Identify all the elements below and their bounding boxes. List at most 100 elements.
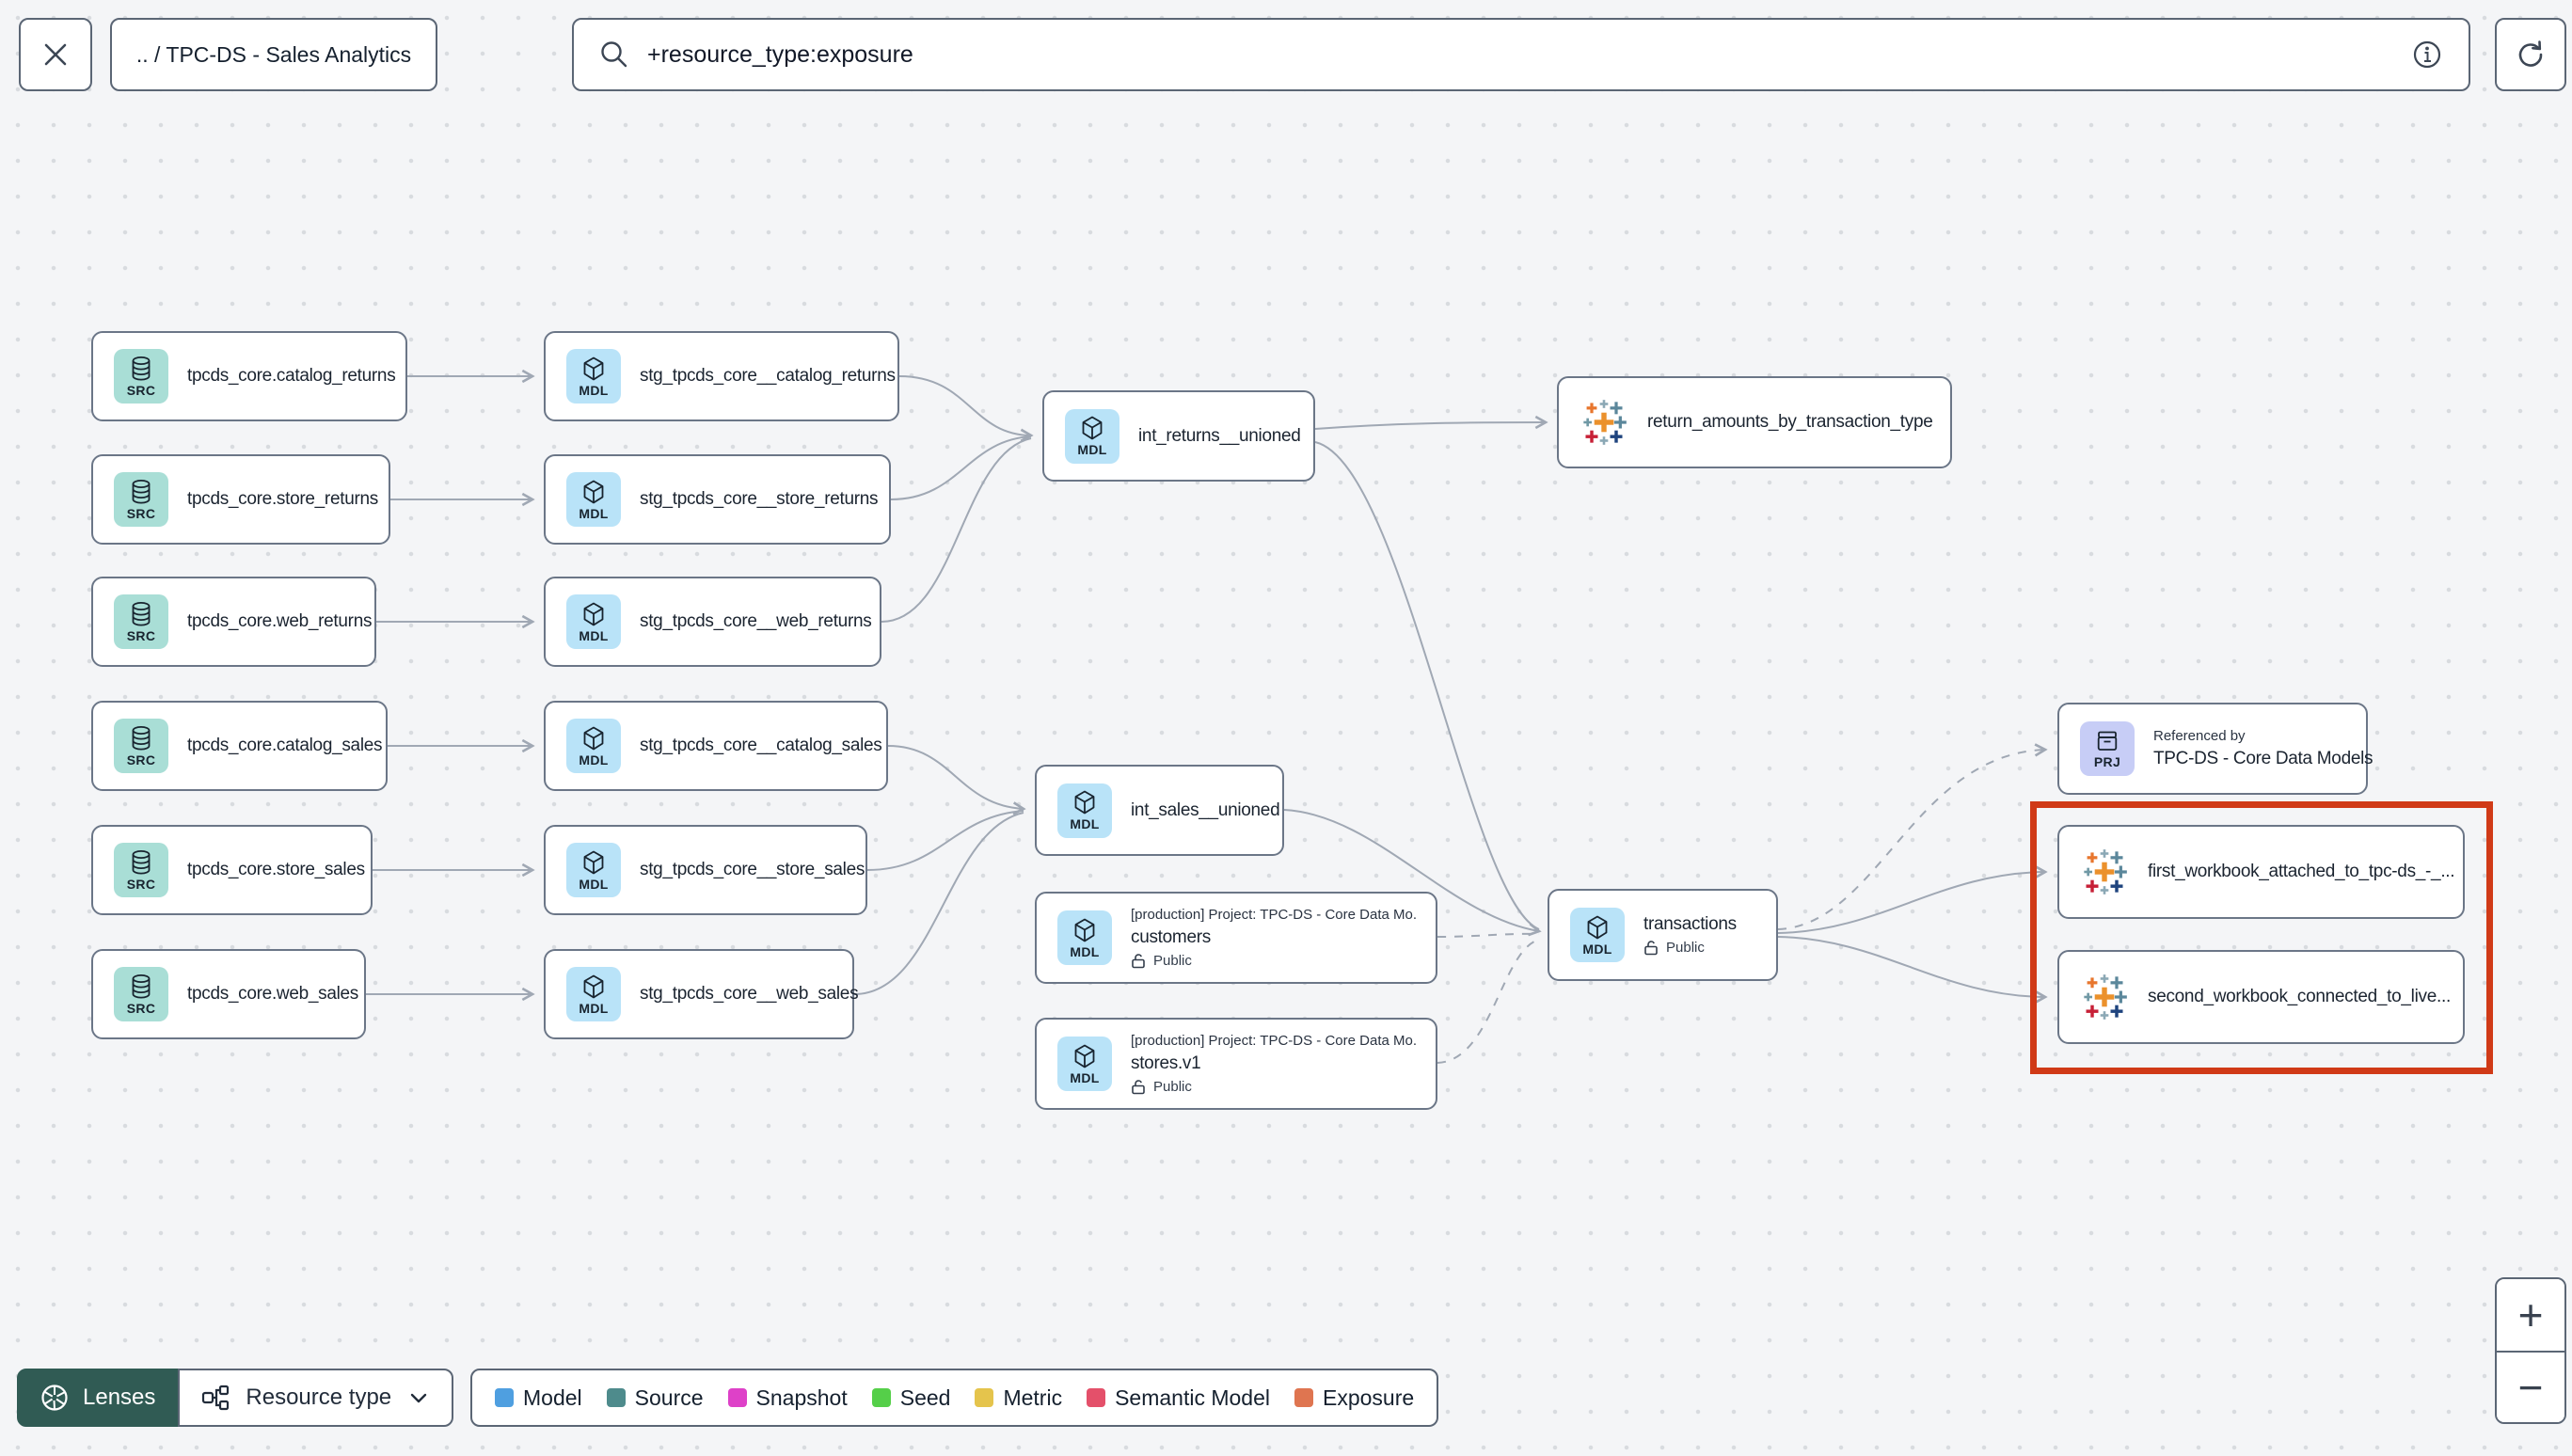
resource-type-dropdown[interactable]: Resource type: [178, 1369, 454, 1427]
resource-type-legend: Model Source Snapshot Seed Metric Semantic Mo…: [470, 1369, 1439, 1427]
node-header: Referenced by: [2153, 728, 2246, 744]
cube-icon: MDL: [1057, 783, 1112, 838]
database-icon: SRC: [114, 967, 168, 1021]
legend-item-semantic-model: Semantic Model: [1087, 1385, 1270, 1411]
archive-icon: PRJ: [2080, 721, 2135, 776]
lenses-label: Lenses: [83, 1385, 156, 1410]
node-label: int_sales__unioned: [1131, 799, 1280, 820]
zoom-out-button[interactable]: −: [2497, 1351, 2564, 1422]
node-exposure-second-workbook[interactable]: second_workbook_connected_to_live...: [2057, 950, 2465, 1044]
breadcrumb[interactable]: .. / TPC-DS - Sales Analytics: [110, 18, 437, 91]
node-label: int_returns__unioned: [1138, 425, 1301, 446]
refresh-button[interactable]: [2495, 18, 2566, 91]
access-badge: Public: [1131, 1079, 1417, 1095]
legend-color-chip: [1294, 1388, 1313, 1407]
node-label: first_workbook_attached_to_tpc-ds_-_...: [2148, 862, 2455, 881]
cube-icon: MDL: [566, 719, 621, 773]
database-icon: SRC: [114, 594, 168, 649]
breadcrumb-label: .. / TPC-DS - Sales Analytics: [135, 41, 412, 67]
node-label: customers: [1131, 927, 1211, 947]
node-header: [production] Project: TPC-DS - Core Data…: [1131, 907, 1417, 923]
tableau-icon: [1580, 398, 1628, 447]
node-label: tpcds_core.store_returns: [187, 489, 378, 509]
lock-icon: [1131, 953, 1146, 969]
node-src-web-returns[interactable]: SRC tpcds_core.web_returns: [91, 577, 376, 667]
node-src-catalog-sales[interactable]: SRC tpcds_core.catalog_sales: [91, 701, 388, 791]
legend-item-snapshot: Snapshot: [727, 1385, 848, 1411]
node-label: second_workbook_connected_to_live...: [2148, 987, 2451, 1006]
cube-icon: MDL: [566, 843, 621, 897]
cube-icon: MDL: [566, 594, 621, 649]
zoom-in-button[interactable]: +: [2497, 1279, 2564, 1351]
tableau-icon: [2080, 847, 2129, 896]
search-bar[interactable]: [572, 18, 2470, 91]
node-label: tpcds_core.store_sales: [187, 860, 365, 879]
chevron-down-icon: [406, 1385, 431, 1410]
node-label: return_amounts_by_transaction_type: [1647, 412, 1933, 432]
node-label: tpcds_core.web_returns: [187, 611, 373, 631]
node-exposure-first-workbook[interactable]: first_workbook_attached_to_tpc-ds_-_...: [2057, 825, 2465, 919]
node-model-stores-v1[interactable]: MDL [production] Project: TPC-DS - Core D…: [1035, 1018, 1437, 1110]
legend-item-metric: Metric: [975, 1385, 1062, 1411]
node-label: TPC-DS - Core Data Models: [2153, 749, 2374, 768]
node-model-customers[interactable]: MDL[production] Project: TPC-DS - Core D…: [1035, 892, 1437, 984]
node-int-sales-unioned[interactable]: MDL int_sales__unioned: [1035, 765, 1284, 856]
aperture-icon: [40, 1383, 70, 1413]
close-button[interactable]: [19, 18, 92, 91]
node-stg-catalog-sales[interactable]: MDL stg_tpcds_core__catalog_sales: [544, 701, 888, 791]
node-header: [production] Project: TPC-DS - Core Data…: [1131, 1033, 1417, 1049]
node-label: stores.v1: [1131, 1053, 1201, 1073]
refresh-icon: [2512, 36, 2549, 73]
lock-icon: [1131, 1079, 1146, 1095]
cube-icon: MDL: [1057, 1037, 1112, 1091]
resource-type-label: Resource type: [246, 1385, 392, 1410]
legend-item-exposure: Exposure: [1294, 1385, 1414, 1411]
zoom-controls: + −: [2495, 1277, 2566, 1424]
cube-icon: MDL: [566, 472, 621, 527]
node-src-store-sales[interactable]: SRC tpcds_core.store_sales: [91, 825, 373, 915]
node-exposure-return-amounts[interactable]: return_amounts_by_transaction_type: [1557, 376, 1952, 468]
legend-color-chip: [495, 1388, 514, 1407]
legend-item-source: Source: [606, 1385, 704, 1411]
node-label: tpcds_core.catalog_returns: [187, 366, 396, 386]
node-src-store-returns[interactable]: SRC tpcds_core.store_returns: [91, 454, 390, 545]
node-src-catalog-returns[interactable]: SRC tpcds_core.catalog_returns: [91, 331, 407, 421]
legend-item-model: Model: [495, 1385, 582, 1411]
database-icon: SRC: [114, 349, 168, 404]
node-label: tpcds_core.catalog_sales: [187, 736, 383, 755]
legend-color-chip: [606, 1388, 626, 1407]
legend-color-chip: [727, 1388, 747, 1407]
lenses-toolbar: Lenses Resource type: [17, 1369, 454, 1427]
node-src-web-sales[interactable]: SRC tpcds_core.web_sales: [91, 949, 366, 1039]
legend-item-seed: Seed: [871, 1385, 950, 1411]
database-icon: SRC: [114, 719, 168, 773]
info-icon[interactable]: [2410, 38, 2444, 71]
cube-icon: MDL: [566, 349, 621, 404]
search-input[interactable]: [647, 40, 2393, 69]
node-label: transactions: [1643, 914, 1737, 934]
tableau-icon: [2080, 973, 2129, 1021]
node-label: stg_tpcds_core__catalog_sales: [640, 736, 882, 755]
database-icon: SRC: [114, 843, 168, 897]
lock-icon: [1643, 940, 1659, 956]
node-label: tpcds_core.web_sales: [187, 984, 358, 1004]
access-badge: Public: [1643, 940, 1737, 956]
resource-type-icon: [200, 1383, 230, 1413]
lenses-button[interactable]: Lenses: [17, 1369, 179, 1427]
node-project-core-data-models[interactable]: PRJ Referenced by TPC-DS - Core Data Model…: [2057, 703, 2374, 795]
database-icon: SRC: [114, 472, 168, 527]
cube-icon: MDL: [1570, 908, 1625, 962]
legend-color-chip: [1087, 1388, 1106, 1407]
legend-color-chip: [975, 1388, 994, 1407]
legend-color-chip: [871, 1388, 891, 1407]
